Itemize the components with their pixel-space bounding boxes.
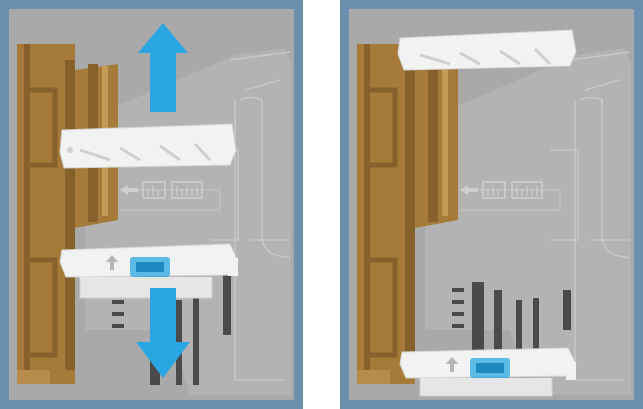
bottom-paper-guide <box>60 244 238 298</box>
panel-step-1-illustration <box>0 0 303 409</box>
panel-step-2 <box>340 0 643 409</box>
bottom-paper-guide <box>400 348 576 396</box>
paper-width-guide-left <box>17 44 75 384</box>
top-paper-guide <box>60 124 236 168</box>
paper-width-guide-left <box>357 44 415 384</box>
paper-length-guide-block <box>415 64 458 228</box>
panel-step-2-illustration <box>340 0 643 409</box>
panel-step-1 <box>0 0 303 409</box>
